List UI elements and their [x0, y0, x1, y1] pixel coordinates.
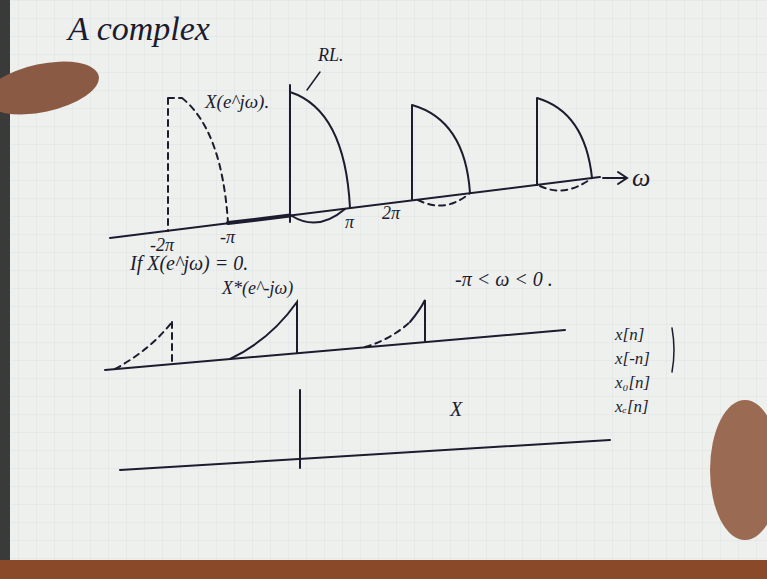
vertical-axis [299, 390, 301, 468]
ink [105, 72, 674, 470]
conjugate-copy [115, 322, 172, 369]
spectrum-curve [292, 209, 345, 223]
axis-highlight [228, 216, 290, 223]
table-edge [0, 560, 767, 579]
spectrum-curve [290, 92, 350, 208]
handwritten-label: -π [220, 228, 235, 248]
spectrum-copy [537, 98, 592, 185]
leader-line [307, 72, 320, 90]
handwritten-label: -π < ω < 0 . [455, 268, 553, 290]
handwritten-label: RL. [318, 46, 344, 66]
bracket [672, 328, 674, 372]
conjugate-copy [365, 322, 410, 347]
omega-axis [110, 177, 600, 238]
handwritten-label: x₀[n] [615, 374, 650, 393]
omega-axis [120, 440, 610, 470]
conjugate-curve [230, 302, 297, 359]
handwritten-label: xₑ[n] [615, 398, 649, 417]
handwritten-label: X [450, 398, 462, 420]
spectrum-copy [412, 105, 470, 200]
grid-paper [10, 0, 767, 560]
conjugate-copy [410, 300, 425, 341]
handwritten-label: x[-n] [615, 350, 650, 369]
handwritten-label: 2π [382, 204, 400, 224]
handwritten-label: X(e^jω). [205, 92, 269, 113]
handwritten-label: π [345, 213, 354, 233]
vertical-axis [289, 85, 291, 222]
handwritten-label: A complex [68, 10, 210, 47]
hand [710, 400, 767, 540]
handwritten-label: ω [632, 164, 650, 193]
handwritten-label: x[n] [615, 326, 644, 345]
omega-axis [105, 330, 565, 370]
handwritten-label: If X(e^jω) = 0. [130, 252, 248, 274]
axis-arrow [603, 172, 627, 184]
handwritten-label: X*(e^-jω) [222, 279, 293, 299]
spectrum-copy [540, 178, 592, 191]
spectrum-copy [168, 98, 228, 231]
spectrum-copy [418, 193, 470, 206]
hand [0, 52, 104, 123]
paper [10, 0, 767, 560]
